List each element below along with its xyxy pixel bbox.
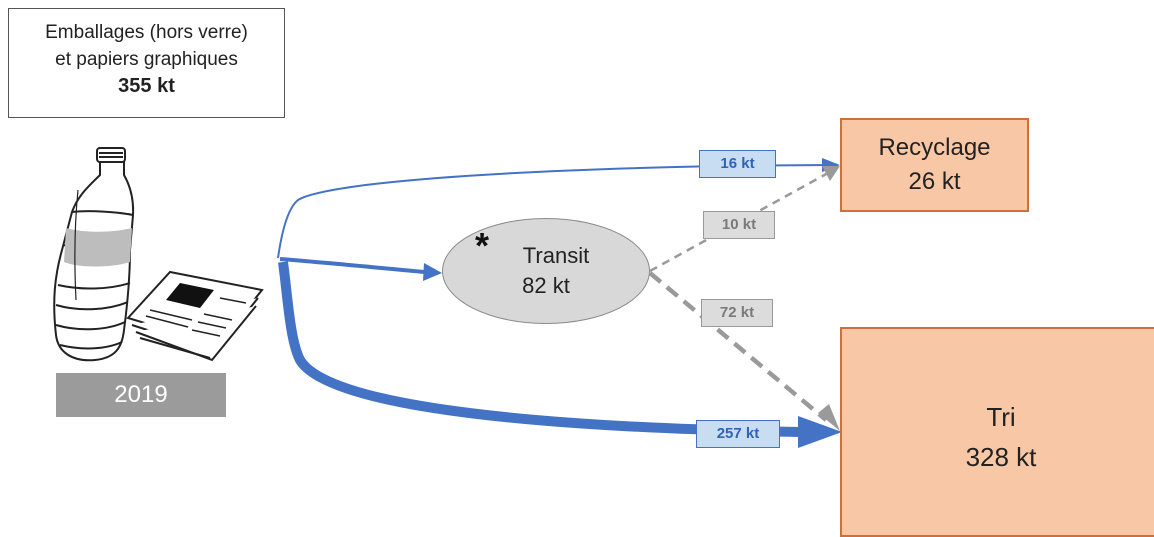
plastic-bottle-icon bbox=[53, 147, 135, 362]
tri-box: Tri 328 kt bbox=[840, 327, 1154, 537]
flow-label-transit-to-recyclage: 10 kt bbox=[703, 211, 775, 239]
flow-transit-to-tri bbox=[648, 271, 828, 422]
recyclage-box: Recyclage 26 kt bbox=[840, 118, 1029, 212]
flow-transit-to-recyclage-head bbox=[822, 166, 840, 181]
source-line1: Emballages (hors verre) bbox=[45, 22, 248, 43]
flow-transit-to-tri-head bbox=[818, 404, 840, 431]
flow-source-to-transit-head bbox=[423, 263, 442, 281]
transit-label: Transit bbox=[522, 243, 590, 268]
transit-footnote-marker: * bbox=[475, 225, 490, 266]
transit-node: Transit 82 kt bbox=[442, 218, 650, 324]
flow-source-to-recyclage bbox=[277, 160, 837, 259]
recyclage-label: Recyclage bbox=[878, 134, 991, 161]
tri-label: Tri bbox=[986, 402, 1016, 432]
newspaper-icon bbox=[126, 270, 264, 362]
flow-label-source-to-recyclage: 16 kt bbox=[699, 150, 776, 178]
flow-label-source-to-tri: 257 kt bbox=[696, 420, 780, 448]
flow-source-to-transit bbox=[279, 257, 426, 274]
transit-quantity: 82 kt bbox=[522, 273, 570, 298]
flow-source-to-tri-head bbox=[798, 416, 842, 448]
tri-quantity: 328 kt bbox=[965, 442, 1037, 472]
source-quantity: 355 kt bbox=[118, 75, 175, 97]
flow-source-to-tri bbox=[278, 261, 801, 437]
source-box: Emballages (hors verre) et papiers graph… bbox=[8, 8, 285, 118]
recyclage-quantity: 26 kt bbox=[908, 168, 961, 195]
year-badge: 2019 bbox=[56, 373, 226, 417]
source-line2: et papiers graphiques bbox=[55, 49, 238, 70]
flow-label-transit-to-tri: 72 kt bbox=[701, 299, 773, 327]
